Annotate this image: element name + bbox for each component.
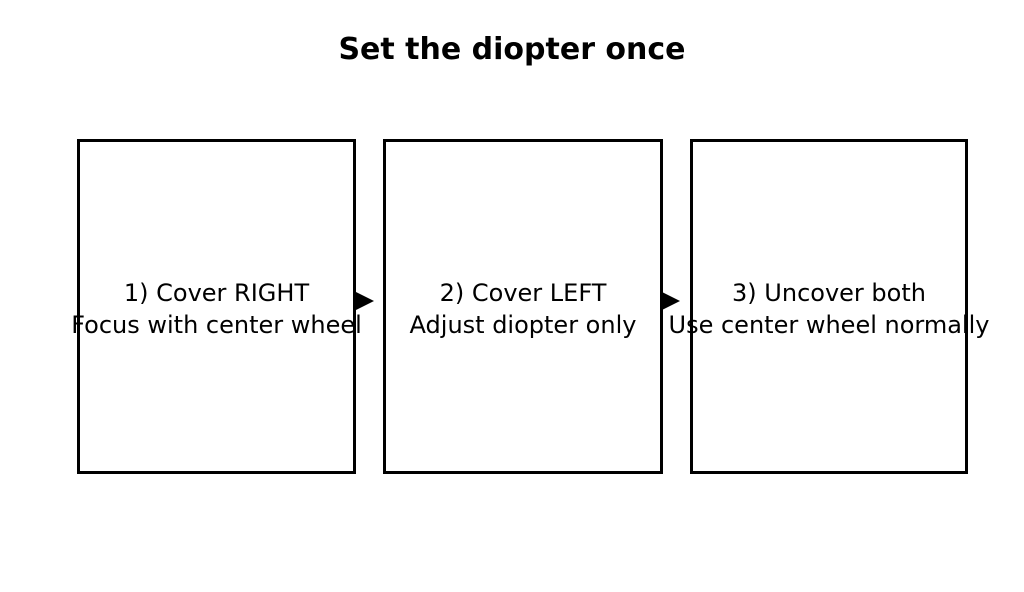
arrow-right-icon (356, 292, 374, 310)
arrow-right-icon (662, 292, 680, 310)
step-box-3 (690, 139, 968, 474)
step-box-2 (383, 139, 663, 474)
step-box-1 (77, 139, 356, 474)
page-title: Set the diopter once (338, 32, 686, 67)
